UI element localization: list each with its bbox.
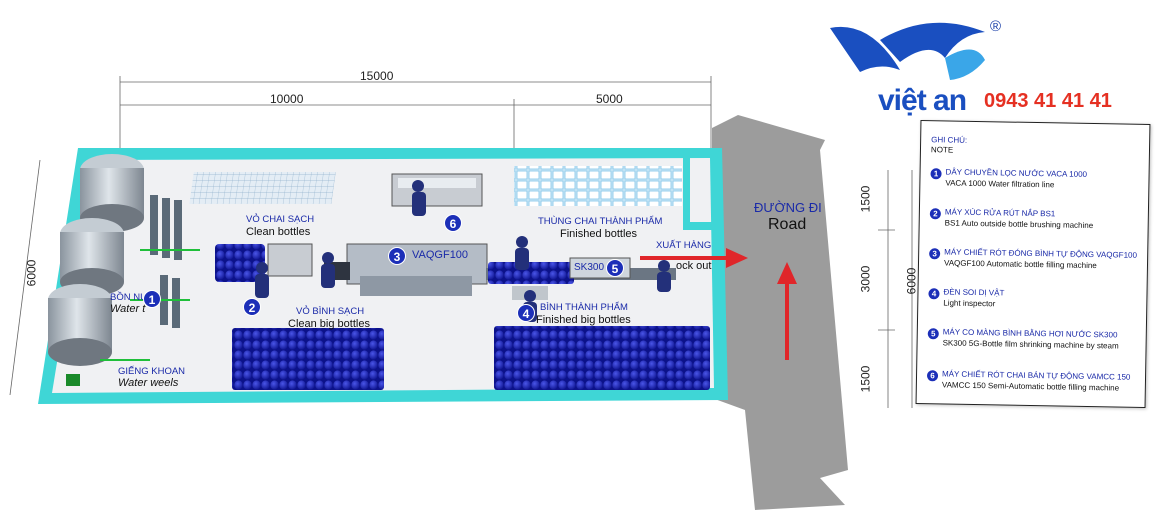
- brand-logo-mark: [830, 22, 985, 80]
- marker-2: 2: [243, 298, 261, 316]
- road-area: [712, 115, 848, 510]
- legend-item-number: 5: [927, 328, 939, 340]
- marker-1: 1: [143, 290, 161, 308]
- label-machine-sk: SK300: [574, 262, 605, 273]
- clean-bottles-crates: [189, 172, 336, 204]
- legend-item-en: VAMCC 150 Semi-Automatic bottle filling …: [941, 380, 1120, 393]
- legend-item-number: 4: [928, 288, 940, 300]
- legend-item-en: Light inspector: [943, 298, 996, 309]
- legend-item-en: SK300 5G-Bottle film shrinking machine b…: [942, 338, 1119, 351]
- label-finished-bottles-en: Finished bottles: [560, 228, 638, 240]
- legend-item-en: BS1 Auto outside bottle brushing machine: [944, 218, 1094, 231]
- dim-left-section: 10000: [270, 92, 304, 106]
- legend-panel: GHI CHÚ: NOTE 1 DÂY CHUYỀN LỌC NƯỚC VACA…: [915, 120, 1151, 408]
- legend-heading-en: NOTE: [930, 145, 954, 155]
- stock-out-arrow: [640, 248, 748, 268]
- dim-right-bottom: 1500: [858, 365, 873, 393]
- label-clean-big-en: Clean big bottles: [288, 318, 370, 330]
- legend-item-en: VACA 1000 Water filtration line: [945, 178, 1055, 190]
- legend-item-vn: MÁY CHIẾT RÓT CHAI BÁN TỰ ĐỘNG VAMCC 150: [941, 369, 1131, 382]
- finished-boxes: [514, 166, 682, 206]
- legend-item-vn: DÂY CHUYỀN LỌC NƯỚC VACA 1000: [945, 167, 1088, 179]
- marker-6: 6: [444, 214, 462, 232]
- marker-4: 4: [517, 304, 535, 322]
- main-filler-machine: [324, 243, 488, 296]
- legend-item-number: 2: [929, 208, 941, 220]
- legend-item: 5 MÁY CO MÀNG BÌNH BẰNG HƠI NƯỚC SK300 S…: [927, 327, 1138, 351]
- legend-item: 6 MÁY CHIẾT RÓT CHAI BÁN TỰ ĐỘNG VAMCC 1…: [926, 369, 1137, 393]
- registered-mark: ®: [990, 18, 1002, 35]
- brushing-machine: [267, 243, 313, 277]
- label-clean-bottles-vn: VỎ CHAI SẠCH: [246, 214, 315, 225]
- brand-name: việt an: [878, 84, 967, 117]
- dim-right-section: 5000: [596, 92, 623, 106]
- label-stockout-vn: XUẤT HÀNG: [656, 240, 712, 251]
- legend-item-number: 1: [930, 168, 942, 180]
- marker-3: 3: [388, 247, 406, 265]
- dim-right-middle: 3000: [858, 265, 873, 293]
- legend-item-vn: ĐÈN SOI DỊ VẬT: [943, 287, 1005, 298]
- road-label-vn: ĐƯỜNG ĐI: [754, 200, 822, 215]
- legend-item: 2 MÁY XÚC RỬA RÚT NẮP BS1 BS1 Auto outsi…: [929, 207, 1140, 230]
- label-well-en: Water weels: [118, 377, 179, 389]
- label-finished-bottles-vn: THÙNG CHAI THÀNH PHẨM: [538, 216, 663, 227]
- marker-5: 5: [606, 259, 624, 277]
- label-tank-en: Water t: [110, 303, 146, 315]
- legend-heading-vn: GHI CHÚ:: [931, 135, 968, 145]
- legend-item-vn: MÁY XÚC RỬA RÚT NẮP BS1: [944, 207, 1056, 219]
- legend-item-en: VAQGF100 Automatic bottle filling machin…: [943, 258, 1097, 271]
- legend-item-number: 6: [926, 370, 939, 382]
- semi-auto-filler: [391, 173, 483, 207]
- clean-big-bottles-small: [215, 244, 265, 282]
- label-well-vn: GIẾNG KHOAN: [118, 366, 186, 377]
- workers: [255, 180, 671, 322]
- road-label-en: Road: [768, 216, 807, 233]
- water-tanks: [48, 154, 200, 386]
- dimension-lines: [9, 76, 913, 408]
- conveyor-bottles: [488, 262, 574, 284]
- label-clean-bottles-en: Clean bottles: [246, 226, 311, 238]
- dim-right-top: 1500: [858, 185, 873, 213]
- finished-big-bottles-area: [494, 326, 710, 390]
- dim-right-total: 6000: [904, 267, 919, 295]
- legend-item: 1 DÂY CHUYỀN LỌC NƯỚC VACA 1000 VACA 100…: [930, 167, 1141, 189]
- label-clean-big-vn: VỎ BÌNH SẠCH: [296, 306, 365, 317]
- brand-phone: 0943 41 41 41: [984, 90, 1112, 112]
- legend-item: 3 MÁY CHIẾT RÓT ĐÓNG BÌNH TỰ ĐỘNG VAQGF1…: [929, 247, 1139, 270]
- label-machine-vaqgf: VAQGF100: [412, 249, 469, 261]
- label-finished-big-vn: BÌNH THÀNH PHẨM: [540, 302, 628, 313]
- label-finished-big-en: Finished big bottles: [536, 314, 631, 326]
- legend-item-vn: MÁY CO MÀNG BÌNH BẰNG HƠI NƯỚC SK300: [942, 327, 1118, 340]
- dim-width-left: 6000: [24, 259, 39, 287]
- label-stockout-en: ock out: [676, 260, 712, 272]
- road-direction-arrow: [777, 262, 797, 360]
- dim-total-length: 15000: [360, 69, 394, 83]
- clean-big-bottles-area: [232, 328, 384, 390]
- legend-item: 4 ĐÈN SOI DỊ VẬT Light inspector: [928, 287, 1139, 308]
- label-tank-vn: BỒN NƯ: [110, 292, 149, 303]
- legend-item-number: 3: [929, 248, 941, 260]
